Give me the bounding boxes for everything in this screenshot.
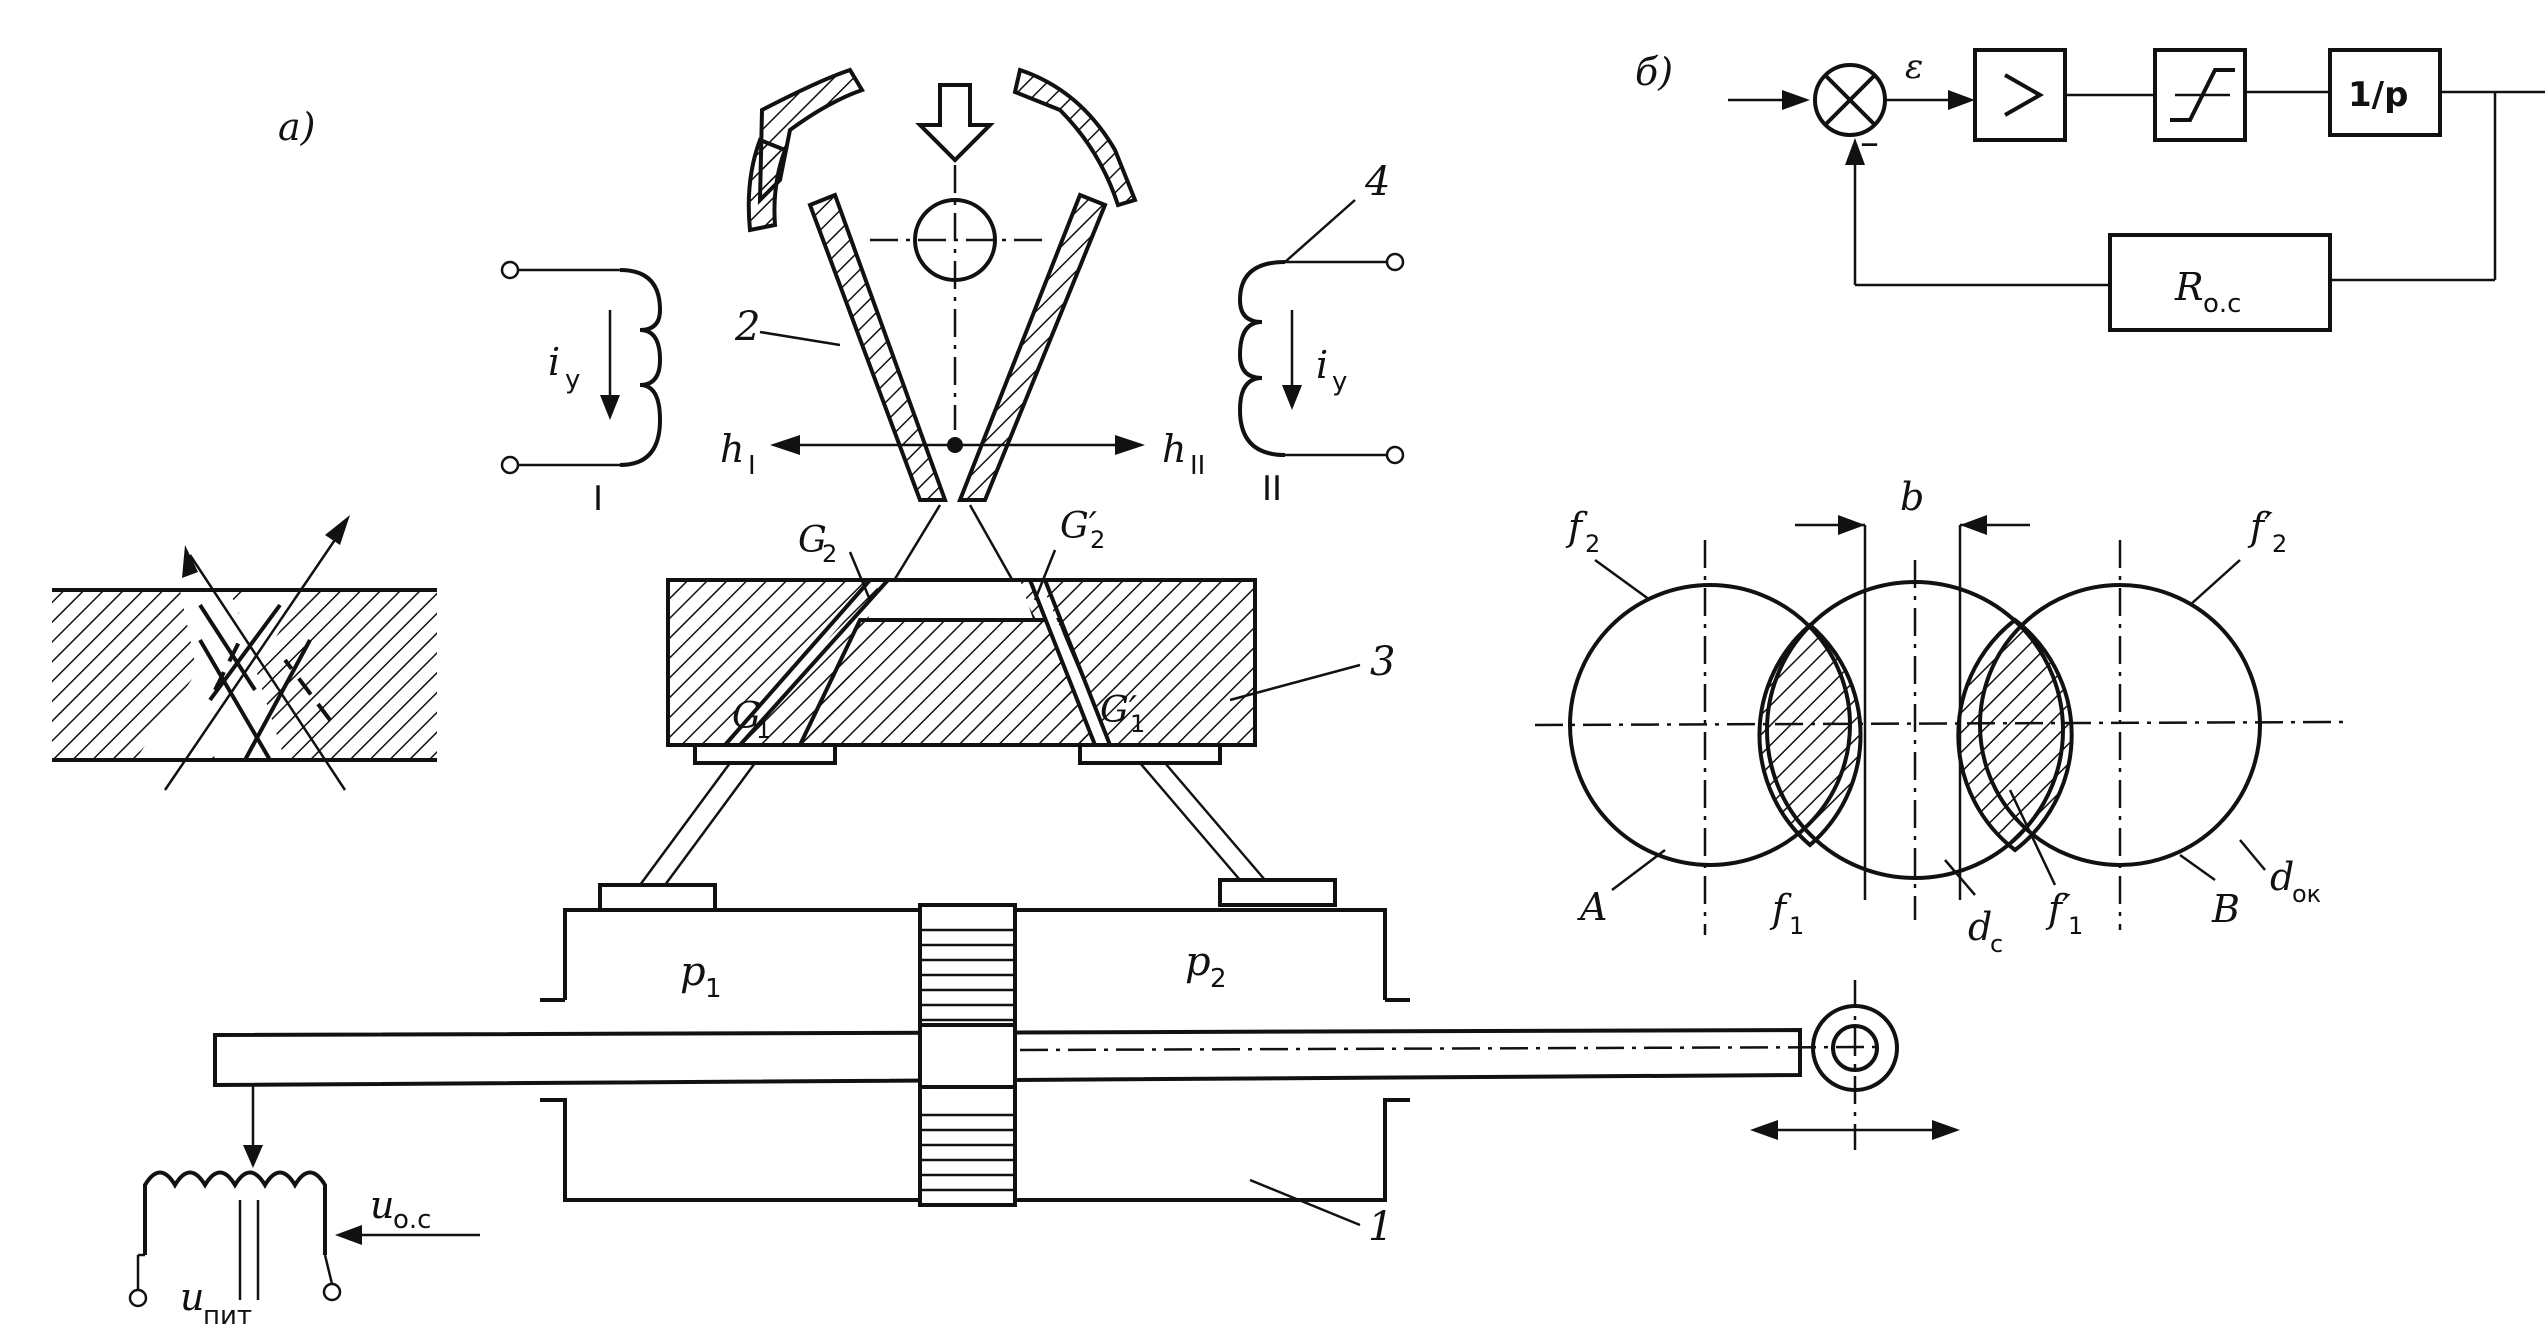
label-part-b: б) <box>1635 50 1673 94</box>
piston-ribs <box>920 928 1015 1192</box>
amplifier-block <box>1973 48 2067 142</box>
piston-rod <box>213 980 1960 1150</box>
label-part-a: а) <box>278 105 315 149</box>
label-4: 4 <box>1364 159 1390 205</box>
coil-II: i у II 4 <box>1237 159 1405 509</box>
label-feedback: R <box>2174 265 2204 309</box>
label-G1-sub: 1 <box>756 716 771 744</box>
feedback-potentiometer: u о.с u пит <box>128 1085 480 1331</box>
label-f2p-sub: 2 <box>2272 530 2287 558</box>
input-arrow-icon <box>915 83 995 163</box>
jet-pipe <box>807 165 1108 502</box>
label-A: A <box>1577 885 1607 929</box>
label-coil-I: I <box>593 479 603 519</box>
block-diagram: б) – ε 1/p R о.с <box>1635 47 2545 332</box>
label-G1: G <box>732 696 761 737</box>
label-integrator: 1/p <box>2348 75 2408 115</box>
receiver-block: 3 <box>666 578 1395 765</box>
label-h2-sub: II <box>1190 451 1205 481</box>
coil-I: i у I <box>500 260 663 519</box>
label-G2p: G′ <box>1060 506 1097 547</box>
label-dok-sub: ок <box>2292 880 2321 908</box>
label-iy-right: i <box>1316 343 1328 387</box>
label-3: 3 <box>1370 639 1395 685</box>
label-f1p: f′ <box>2045 887 2071 931</box>
label-feedback-sub: о.с <box>2203 289 2241 319</box>
label-G2-sub: 2 <box>822 540 837 568</box>
label-iy-left: i <box>548 340 560 384</box>
label-f2p: f′ <box>2247 505 2273 549</box>
label-f2-sub: 2 <box>1585 530 1600 558</box>
label-uoc: u <box>370 1183 394 1227</box>
label-uoc-sub: о.с <box>393 1205 431 1235</box>
label-iy-left-sub: у <box>565 365 580 395</box>
label-dc-sub: с <box>1990 930 2003 958</box>
label-coil-II: II <box>1262 469 1282 509</box>
label-dc: d <box>1968 905 1992 949</box>
label-upit-sub: пит <box>203 1301 252 1331</box>
label-G2p-sub: 2 <box>1090 526 1105 554</box>
label-f1p-sub: 1 <box>2068 912 2083 940</box>
label-p2: p <box>1185 939 1211 985</box>
label-G2: G <box>798 520 827 561</box>
label-iy-right-sub: у <box>1332 367 1347 397</box>
receiver-cross-section <box>52 515 437 791</box>
label-upit: u <box>180 1275 204 1319</box>
nozzle-guards <box>746 67 1138 233</box>
label-p2-sub: 2 <box>1210 964 1227 994</box>
label-f1-sub: 1 <box>1789 912 1804 940</box>
label-2: 2 <box>734 304 760 350</box>
label-epsilon: ε <box>1905 47 1923 87</box>
label-h1-sub: I <box>748 451 756 481</box>
label-G1p: G′ <box>1100 690 1137 731</box>
label-dok: d <box>2270 855 2294 899</box>
label-p1-sub: 1 <box>705 974 722 1004</box>
saturation-block <box>2153 48 2247 142</box>
label-b: b <box>1900 475 1924 519</box>
label-h2: h <box>1162 427 1186 471</box>
displacement-arrow: h I h II <box>720 427 1205 481</box>
label-1: 1 <box>1368 1204 1393 1250</box>
label-G1p-sub: 1 <box>1130 710 1145 738</box>
feedback-block <box>2108 233 2332 332</box>
label-h1: h <box>720 427 744 471</box>
overlap-circles-diagram: b f 2 f′ 2 A f 1 d с f′ 1 B d ок <box>1534 475 2346 958</box>
label-p1: p <box>680 949 706 995</box>
label-B: B <box>2211 887 2240 931</box>
label-minus: – <box>1860 120 1879 164</box>
